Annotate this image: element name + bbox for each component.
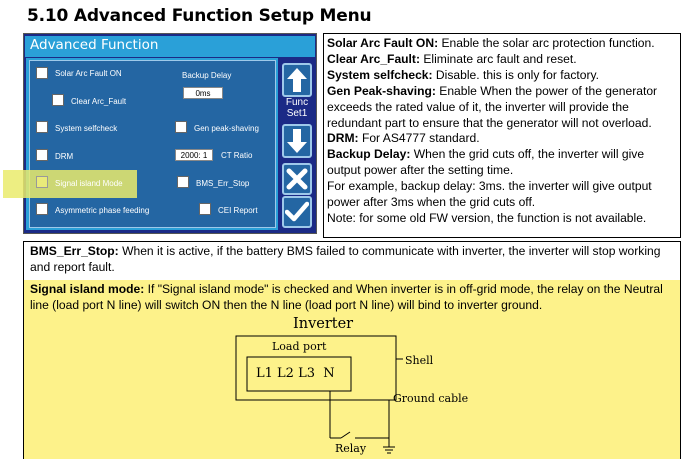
scroll-down-button[interactable] <box>282 124 312 158</box>
text-drm: For AS4777 standard. <box>358 131 480 146</box>
checkmark-icon <box>285 201 309 222</box>
cei-report-label: CEI Report <box>218 206 258 215</box>
term-bms: BMS_Err_Stop: <box>30 244 119 258</box>
drm-label: DRM <box>55 152 74 161</box>
signal-island-mode-label: Signal island Mode <box>55 179 123 188</box>
terminal-box <box>246 356 352 392</box>
relay-switch <box>340 431 351 439</box>
term-clear-arc: Clear Arc_Fault: <box>327 51 420 66</box>
scroll-up-button[interactable] <box>282 63 312 97</box>
text-clear-arc: Eliminate arc fault and reset. <box>419 51 577 66</box>
signal-island-highlight-area <box>24 280 680 459</box>
drm-checkbox[interactable] <box>36 149 48 161</box>
desc-drm: DRM: For AS4777 standard. <box>327 131 679 147</box>
arrow-down-icon <box>287 129 307 153</box>
screen-title-bar <box>25 36 315 57</box>
shell-box <box>235 335 397 401</box>
gen-peak-shaving-checkbox[interactable] <box>175 121 187 133</box>
shell-label: Shell <box>405 354 434 367</box>
solar-arc-fault-label: Solar Arc Fault ON <box>55 69 122 78</box>
clear-arc-fault-checkbox[interactable] <box>52 94 64 106</box>
text-solar-arc: Enable the solar arc protection function… <box>438 36 655 50</box>
bottom-box <box>23 241 681 459</box>
desc-solar-arc: Solar Arc Fault ON: Enable the solar arc… <box>327 36 679 52</box>
ground-cable-label: Ground cable <box>393 392 469 405</box>
solar-arc-fault-checkbox[interactable] <box>36 67 48 79</box>
desc-backup: Backup Delay: When the grid cuts off, th… <box>327 147 679 179</box>
load-port-label: Load port <box>272 340 327 353</box>
asymmetric-phase-feeding-checkbox[interactable] <box>36 203 48 215</box>
screen-title: Advanced Function <box>30 37 159 53</box>
bms-err-stop-description: BMS_Err_Stop: When it is active, if the … <box>30 244 678 275</box>
description-text: Solar Arc Fault ON: Enable the solar arc… <box>327 36 679 227</box>
gen-peak-shaving-label: Gen peak-shaving <box>194 124 259 133</box>
term-selfcheck: System selfcheck: <box>327 67 433 82</box>
signal-island-highlight <box>3 170 137 198</box>
bms-err-stop-checkbox[interactable] <box>177 176 189 188</box>
section-heading: 5.10 Advanced Function Setup Menu <box>27 6 372 26</box>
term-drm: DRM: <box>327 131 359 146</box>
system-selfcheck-label: System selfcheck <box>55 124 118 133</box>
inverter-diagram <box>235 335 403 454</box>
bms-err-stop-label: BMS_Err_Stop <box>196 179 250 188</box>
terminal-labels: L1 L2 L3 N <box>256 366 335 381</box>
cancel-button[interactable] <box>282 163 312 195</box>
close-icon <box>286 168 308 190</box>
arrow-up-icon <box>287 68 307 92</box>
func-set-label: Func Set1 <box>280 97 314 119</box>
relay-label: Relay <box>335 442 367 455</box>
desc-note: Note: for some old FW version, the funct… <box>327 210 647 225</box>
text-gen-peak: Enable When the power of the generator e… <box>327 83 658 130</box>
text-bms: When it is active, if the battery BMS fa… <box>30 244 661 274</box>
desc-selfcheck: System selfcheck: Disable. this is only … <box>327 68 679 84</box>
desc-backup-example: For example, backup delay: 3ms. the inve… <box>327 179 652 210</box>
diagram-title: Inverter <box>293 316 354 332</box>
desc-gen-peak: Gen Peak-shaving: Enable When the power … <box>327 84 679 132</box>
system-selfcheck-checkbox[interactable] <box>36 121 48 133</box>
ct-ratio-label: CT Ratio <box>221 151 253 160</box>
backup-delay-input[interactable]: 0ms <box>183 87 223 99</box>
term-gen-peak: Gen Peak-shaving: <box>327 83 436 98</box>
text-backup: When the grid cuts off, the inverter wil… <box>327 147 645 178</box>
func-label-line1: Func <box>285 97 309 108</box>
func-label-line2: Set1 <box>286 108 308 119</box>
signal-island-mode-checkbox[interactable] <box>36 176 48 188</box>
asymmetric-phase-feeding-label: Asymmetric phase feeding <box>55 206 150 215</box>
signal-island-description: Signal island mode: If "Signal island mo… <box>30 282 678 313</box>
ct-ratio-input[interactable]: 2000: 1 <box>175 149 213 161</box>
clear-arc-fault-label: Clear Arc_Fault <box>71 97 127 106</box>
term-backup: Backup Delay: <box>327 147 411 162</box>
screen-options-panel <box>29 60 276 228</box>
term-solar-arc: Solar Arc Fault ON: <box>327 36 439 50</box>
description-box <box>323 33 681 238</box>
backup-delay-label: Backup Delay <box>182 71 232 80</box>
text-selfcheck: Disable. this is only for factory. <box>432 67 600 82</box>
text-signal-island: If "Signal island mode" is checked and W… <box>30 282 663 312</box>
cei-report-checkbox[interactable] <box>199 203 211 215</box>
term-signal-island: Signal island mode: <box>30 282 145 296</box>
desc-clear-arc: Clear Arc_Fault: Eliminate arc fault and… <box>327 52 679 68</box>
confirm-button[interactable] <box>282 196 312 228</box>
